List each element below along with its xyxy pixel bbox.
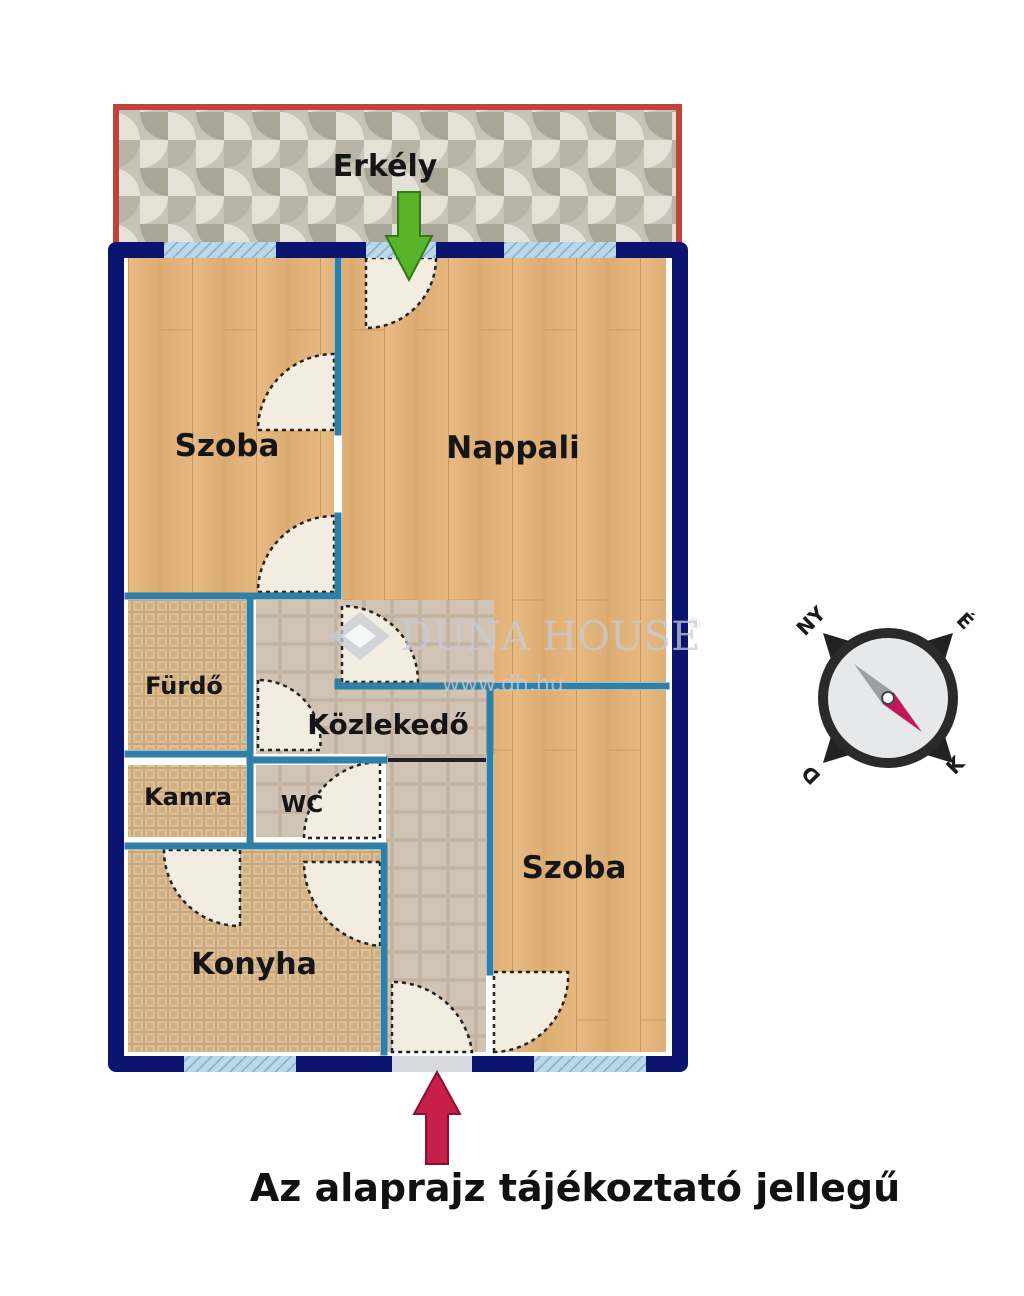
compass-needle-icon bbox=[854, 664, 922, 732]
room-label-szoba-1: Szoba bbox=[175, 428, 280, 464]
compass-south-label: D bbox=[797, 761, 826, 790]
door-swing-szoba-top bbox=[256, 352, 336, 432]
room-label-konyha: Konyha bbox=[191, 947, 317, 982]
entrance-arrow bbox=[412, 1069, 462, 1165]
door-swing-balcony bbox=[364, 256, 438, 330]
room-labels: Erkély Szoba Nappali Fürdő Közlekedő Kam… bbox=[144, 149, 626, 982]
room-label-erkely: Erkély bbox=[333, 149, 438, 184]
door-swing-entrance bbox=[390, 980, 474, 1054]
watermark: DUNA HOUSE ® www.dh.hu bbox=[330, 612, 702, 697]
inner-walls bbox=[124, 254, 670, 1056]
room-label-kozlekedo: Közlekedő bbox=[307, 708, 468, 741]
window-bottom-right bbox=[534, 1056, 646, 1072]
room-label-kamra: Kamra bbox=[144, 783, 232, 811]
outer-walls bbox=[108, 242, 688, 1072]
door-swing-szoba-right bbox=[492, 970, 570, 1054]
room-label-nappali: Nappali bbox=[446, 430, 579, 466]
room-label-furdo: Fürdő bbox=[145, 672, 223, 700]
window-top-right bbox=[504, 242, 616, 258]
disclaimer-text: Az alaprajz tájékoztató jellegű bbox=[249, 1166, 901, 1210]
watermark-registered: ® bbox=[688, 616, 702, 632]
door-swing-wc bbox=[302, 760, 382, 840]
entrance-door-gap bbox=[392, 1056, 472, 1072]
door-swing-furdo bbox=[256, 678, 322, 752]
door-swing-szoba-bottom bbox=[256, 514, 336, 594]
room-label-wc: WC bbox=[281, 792, 323, 818]
room-label-szoba-2: Szoba bbox=[522, 850, 627, 886]
door-swing-kamra bbox=[162, 848, 242, 928]
watermark-brand: DUNA HOUSE bbox=[400, 614, 700, 660]
window-bottom-left bbox=[184, 1056, 296, 1072]
watermark-url: www.dh.hu bbox=[442, 672, 564, 697]
compass: É K D NY bbox=[791, 601, 979, 790]
balcony-arrow bbox=[384, 191, 434, 283]
window-top-left bbox=[164, 242, 276, 258]
compass-north-label: É bbox=[952, 608, 979, 635]
door-swing-konyha bbox=[302, 860, 382, 948]
